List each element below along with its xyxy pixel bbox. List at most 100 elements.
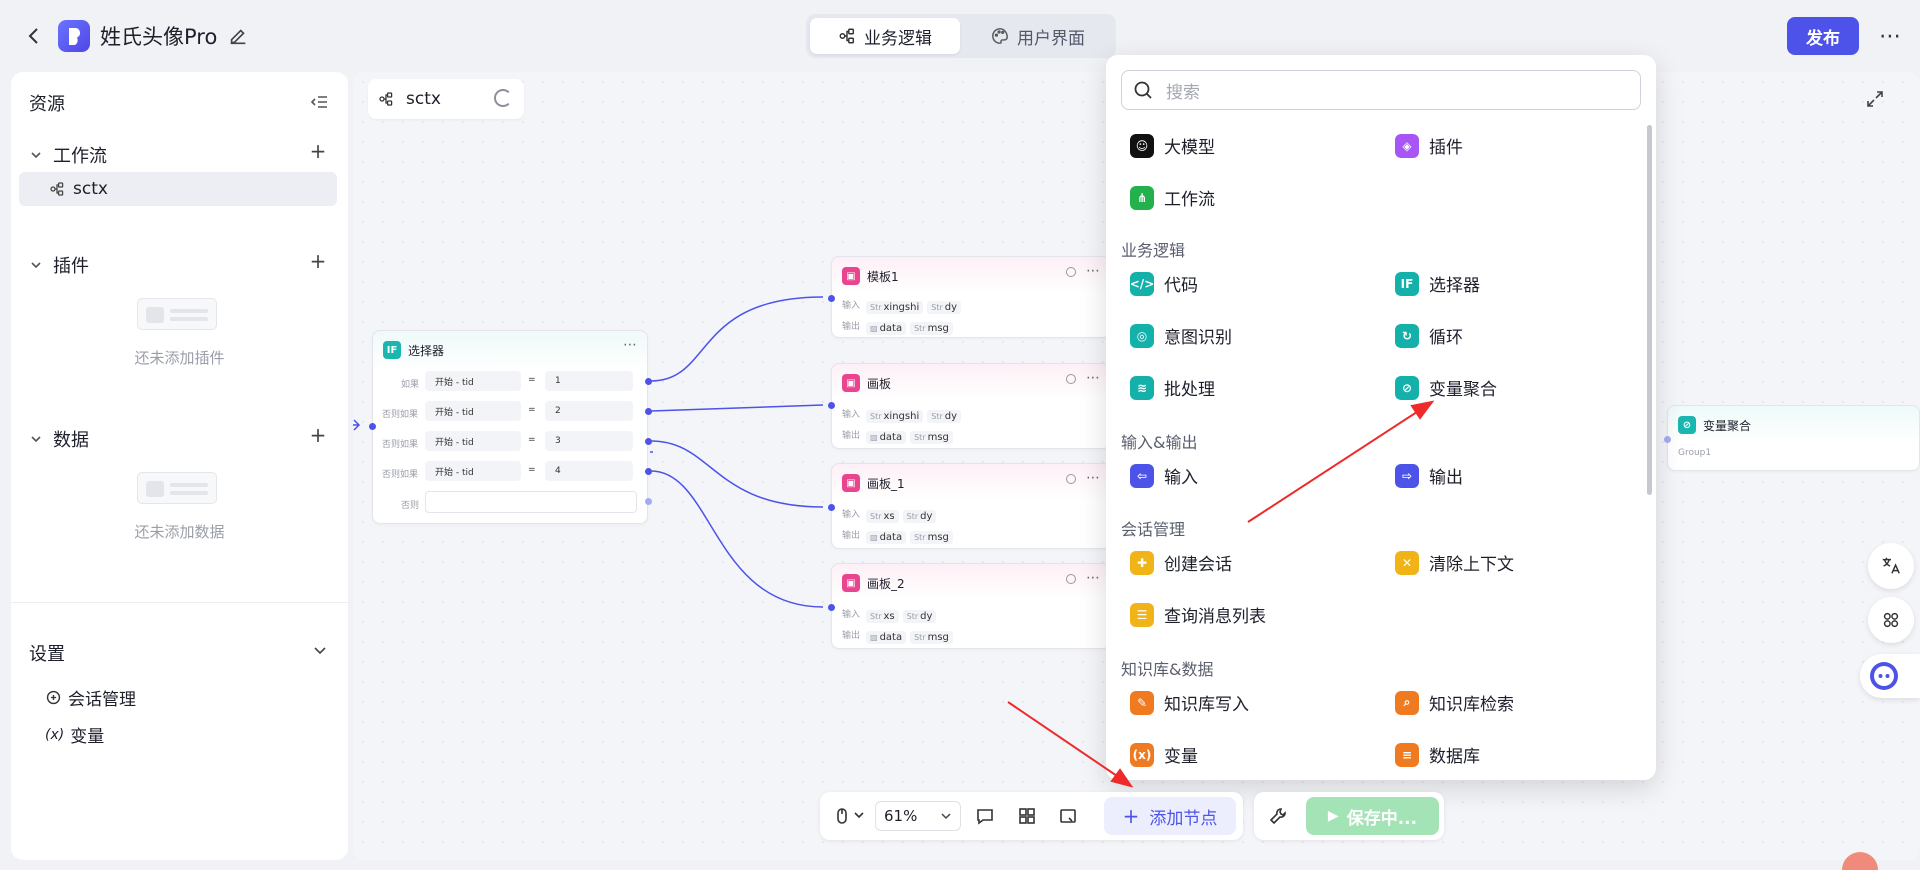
input-port[interactable] [828, 295, 835, 302]
node-option-aggregate[interactable]: ⊘变量聚合 [1395, 375, 1497, 400]
saving-button[interactable]: ▶ 保存中... [1306, 797, 1439, 835]
node-title: 画板 [867, 376, 892, 391]
settings-icon[interactable] [1066, 267, 1076, 277]
back-arrow-icon[interactable] [22, 24, 46, 48]
input-port[interactable] [1664, 436, 1671, 443]
tab-user-interface[interactable]: 用户界面 [964, 18, 1112, 54]
more-icon[interactable]: ⋯ [623, 337, 637, 353]
apps-icon[interactable] [1868, 597, 1914, 643]
settings-icon[interactable] [1066, 374, 1076, 384]
section-title: 业务逻辑 [1121, 241, 1186, 260]
settings-icon[interactable] [1066, 574, 1076, 584]
condition-right[interactable]: 3 [545, 431, 633, 451]
workflow-tab[interactable]: sctx [368, 79, 524, 119]
output-port[interactable] [645, 438, 652, 445]
node-option-kb-write[interactable]: ✎知识库写入 [1130, 690, 1249, 715]
sidebar-group-workflow[interactable]: 工作流 [29, 142, 107, 168]
output-port[interactable] [645, 408, 652, 415]
condition-left[interactable]: 开始 - tid [425, 371, 521, 391]
condition-right[interactable]: 2 [545, 401, 633, 421]
scrollbar[interactable] [1647, 125, 1652, 495]
fullscreen-icon[interactable] [1864, 88, 1886, 110]
node-option-input[interactable]: ⇦输入 [1130, 463, 1198, 488]
node-option-output[interactable]: ⇨输出 [1395, 463, 1463, 488]
publish-button[interactable]: 发布 [1787, 17, 1859, 55]
code-icon: </> [1130, 271, 1154, 296]
node-option-variable[interactable]: (x)变量 [1130, 742, 1198, 767]
settings-title[interactable]: 设置 [29, 644, 65, 665]
node-option-plugin[interactable]: ◈插件 [1395, 133, 1463, 158]
collapse-sidebar-icon[interactable] [310, 92, 330, 112]
minimap-icon[interactable] [1058, 806, 1078, 826]
node-option-clear-context[interactable]: ✕清除上下文 [1395, 550, 1514, 575]
output-port[interactable] [645, 498, 652, 505]
settings-item-variable[interactable]: (x) 变量 [45, 722, 104, 748]
sidebar-group-plugin[interactable]: 插件 [29, 252, 89, 278]
node-option-database[interactable]: ≡数据库 [1395, 742, 1480, 767]
variable-aggregate-node[interactable]: ⊘变量聚合 Group1 [1664, 405, 1920, 471]
add-node-button[interactable]: + 添加节点 [1104, 797, 1236, 835]
layout-icon[interactable] [1017, 806, 1037, 826]
add-data-button[interactable]: + [309, 423, 327, 447]
selector-node[interactable]: IF 选择器 ⋯ 如果 开始 - tid = 1 否则如果 开始 - tid =… [369, 330, 652, 524]
condition-right[interactable]: 1 [545, 371, 633, 391]
node-option-intent[interactable]: ◎意图识别 [1130, 323, 1232, 348]
output-port[interactable] [645, 468, 652, 475]
condition-right[interactable]: 4 [545, 461, 633, 481]
condition-left[interactable]: 开始 - tid [425, 461, 521, 481]
more-icon[interactable]: ⋯ [1086, 470, 1100, 486]
input-port[interactable] [828, 504, 835, 511]
node-option-batch[interactable]: ≋批处理 [1130, 375, 1215, 400]
mouse-mode-icon[interactable] [832, 806, 852, 826]
run-toolbar: ▶ 保存中... [1254, 792, 1444, 840]
node-option-loop[interactable]: ↻循环 [1395, 323, 1463, 348]
chevron-down-icon[interactable] [852, 808, 866, 822]
option-label: 清除上下文 [1429, 555, 1514, 575]
input-port[interactable] [369, 423, 376, 430]
more-icon[interactable]: ⋯ [1086, 263, 1100, 279]
translate-icon[interactable] [1868, 543, 1914, 589]
chevron-down-icon[interactable] [312, 642, 328, 658]
user-avatar[interactable] [1842, 852, 1878, 870]
node-option-query-messages[interactable]: ☰查询消息列表 [1130, 602, 1266, 627]
node-option-workflow[interactable]: ⋔工作流 [1130, 185, 1215, 210]
sidebar-item-sctx[interactable]: sctx [19, 172, 337, 206]
sidebar-group-data[interactable]: 数据 [29, 426, 89, 452]
node-title: 模板1 [867, 269, 899, 284]
node-option-code[interactable]: </>代码 [1130, 271, 1198, 296]
output-port[interactable] [645, 378, 652, 385]
else-box[interactable] [425, 491, 637, 513]
add-plugin-button[interactable]: + [309, 249, 327, 273]
input-port[interactable] [828, 604, 835, 611]
search-input[interactable]: 搜索 [1121, 70, 1641, 110]
wrench-icon[interactable] [1268, 806, 1288, 826]
type-prefix: Str [914, 324, 926, 333]
settings-icon[interactable] [1066, 474, 1076, 484]
option-label: 工作流 [1164, 190, 1215, 210]
condition-left[interactable]: 开始 - tid [425, 401, 521, 421]
add-workflow-button[interactable]: + [309, 139, 327, 163]
node-option-create-session[interactable]: ✚创建会话 [1130, 550, 1232, 575]
assistant-button[interactable] [1860, 654, 1920, 698]
more-icon[interactable]: ⋯ [1086, 370, 1100, 386]
zoom-select[interactable]: 61% [875, 801, 961, 831]
comment-icon[interactable] [975, 806, 995, 826]
more-icon[interactable]: ⋯ [1879, 23, 1901, 49]
condition-left[interactable]: 开始 - tid [425, 431, 521, 451]
edit-icon[interactable] [227, 25, 249, 47]
settings-item-session[interactable]: 会话管理 [45, 685, 136, 710]
input-port[interactable] [828, 402, 835, 409]
node-option-kb-search[interactable]: ⌕知识库检索 [1395, 690, 1514, 715]
session-icon [46, 690, 61, 705]
more-icon[interactable]: ⋯ [1086, 570, 1100, 586]
node-option-llm[interactable]: ☺大模型 [1130, 133, 1215, 158]
tab-business-logic[interactable]: 业务逻辑 [810, 18, 960, 54]
